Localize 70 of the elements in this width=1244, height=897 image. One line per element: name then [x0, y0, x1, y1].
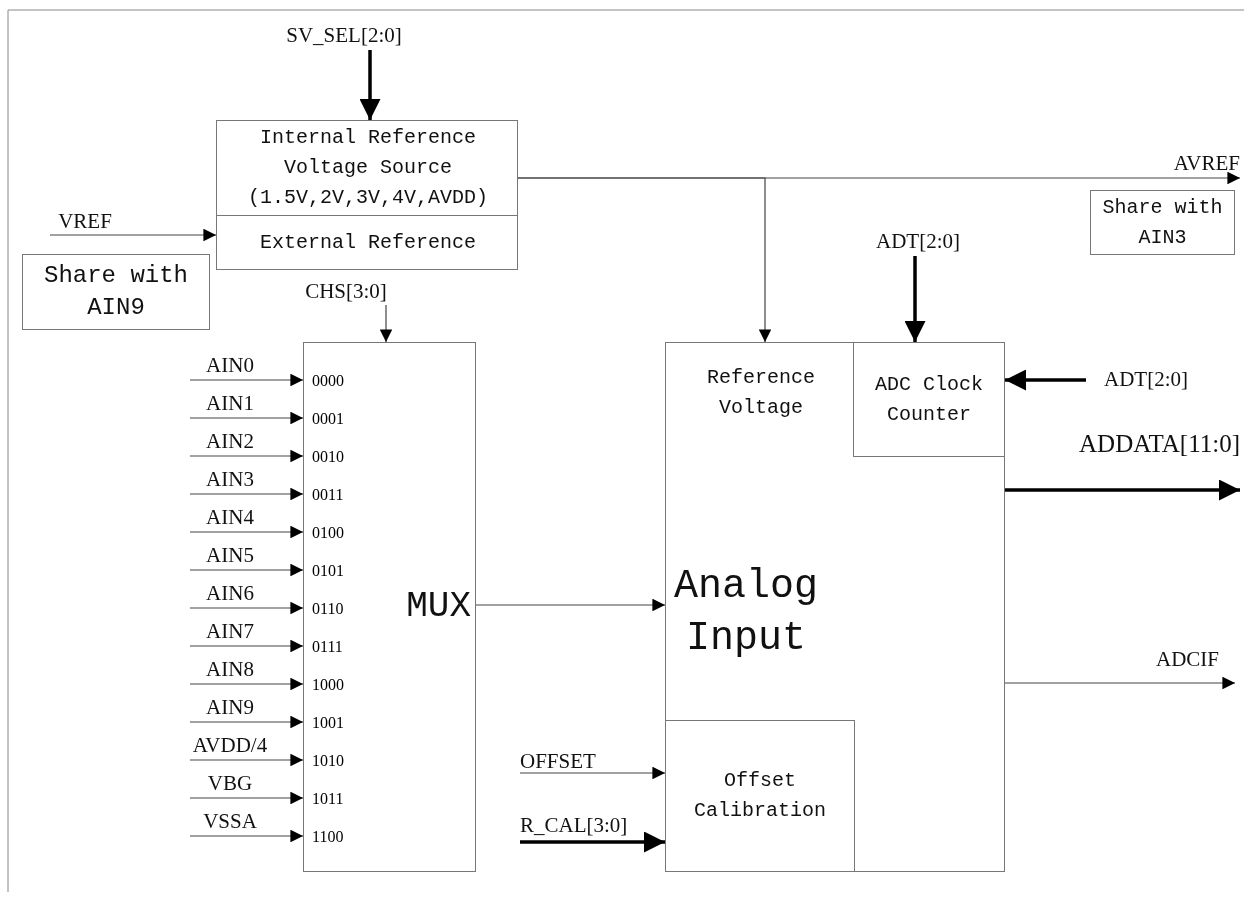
- block-label: Internal Reference Voltage Source (1.5V,2V,3V,4V,AVDD): [246, 125, 489, 211]
- signal-label: R_CAL[3:0]: [520, 812, 660, 846]
- signal-label: AVDD/4: [190, 732, 270, 763]
- signal-arrow: [1004, 676, 1236, 690]
- block-box: Offset Calibration: [665, 720, 855, 872]
- signal-label: OFFSET: [520, 748, 600, 776]
- port-code: 1000: [312, 676, 344, 694]
- block-box: [665, 342, 1005, 872]
- port-code: 1010: [312, 752, 344, 770]
- signal-arrow: [189, 601, 304, 615]
- signal-label: AIN3: [190, 466, 270, 497]
- signal-label: VREF: [50, 208, 120, 238]
- signal-arrow: [517, 177, 772, 343]
- bus-arrow: [520, 831, 665, 853]
- signal-arrow: [189, 829, 304, 843]
- signal-label: VBG: [190, 770, 270, 801]
- signal-arrow: [189, 753, 304, 767]
- signal-label: SV_SEL[2:0]: [284, 22, 404, 50]
- signal-label: AIN8: [190, 656, 270, 687]
- signal-label: AIN6: [190, 580, 270, 611]
- signal-label: AIN5: [190, 542, 270, 573]
- signal-label: ADDATA[11:0]: [1072, 428, 1240, 494]
- port-code: 0001: [312, 410, 344, 428]
- block-label: External Reference: [258, 230, 477, 256]
- signal-arrow: [189, 563, 304, 577]
- signal-arrow: [189, 791, 304, 805]
- signal-arrow: [519, 766, 666, 780]
- bus-arrow: [359, 50, 381, 120]
- block-label: Analog Input: [673, 563, 819, 663]
- port-code: 1100: [312, 828, 344, 846]
- signal-arrow: [49, 228, 217, 242]
- signal-arrow: [189, 525, 304, 539]
- signal-arrow: [189, 487, 304, 501]
- signal-label: AIN7: [190, 618, 270, 649]
- bus-arrow: [1005, 479, 1240, 501]
- note-box: Share with AIN3: [1090, 190, 1235, 255]
- signal-label: ADT[2:0]: [1086, 366, 1206, 394]
- signal-arrow: [189, 373, 304, 387]
- port-code: 0100: [312, 524, 344, 542]
- port-code: 0000: [312, 372, 344, 390]
- signal-label: AIN1: [190, 390, 270, 421]
- signal-arrow: [189, 639, 304, 653]
- signal-label: AIN9: [190, 694, 270, 725]
- port-code: 0110: [312, 600, 344, 618]
- signal-arrow: [189, 715, 304, 729]
- signal-label: AIN0: [190, 352, 270, 383]
- bus-arrow: [1005, 369, 1086, 391]
- signal-arrow: [189, 449, 304, 463]
- signal-label: AVREF: [1140, 150, 1240, 178]
- port-code: 1001: [312, 714, 344, 732]
- signal-arrow: [189, 411, 304, 425]
- signal-label: VSSA: [190, 808, 270, 839]
- signal-arrow: [379, 304, 393, 343]
- port-code: 0011: [312, 486, 344, 504]
- port-code: 0101: [312, 562, 344, 580]
- signal-label: CHS[3:0]: [296, 278, 396, 305]
- signal-label: ADT[2:0]: [868, 228, 968, 256]
- signal-label: ADCIF: [1140, 646, 1235, 686]
- port-code: 1011: [312, 790, 344, 808]
- signal-arrow: [189, 677, 304, 691]
- block-box: [216, 120, 518, 270]
- port-code: 0010: [312, 448, 344, 466]
- signal-arrow: [475, 598, 666, 612]
- port-code: 0111: [312, 638, 343, 656]
- signal-label: AIN2: [190, 428, 270, 459]
- block-label: Reference Voltage: [706, 365, 816, 421]
- bus-arrow: [904, 256, 926, 342]
- block-box: ADC Clock Counter: [853, 342, 1005, 457]
- note-box: Share with AIN9: [22, 254, 210, 330]
- signal-label: AIN4: [190, 504, 270, 535]
